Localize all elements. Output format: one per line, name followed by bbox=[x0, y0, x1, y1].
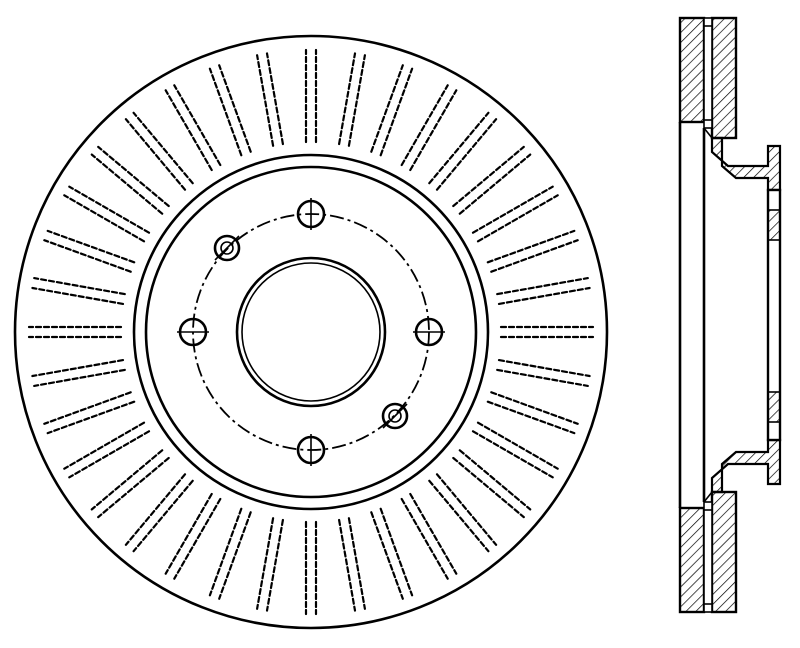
vane-edge bbox=[208, 67, 243, 157]
hat-inner-ring bbox=[144, 165, 478, 499]
vane-edge bbox=[97, 145, 170, 208]
vane-edge bbox=[46, 229, 136, 264]
upper-vane-gap bbox=[703, 17, 713, 129]
vane-edge bbox=[68, 430, 151, 479]
vane-edge bbox=[490, 239, 579, 273]
vane-edge bbox=[43, 239, 132, 273]
vane-edge bbox=[90, 153, 164, 215]
hat-outer-ring bbox=[132, 153, 490, 511]
vane-edge bbox=[409, 89, 458, 172]
vane-edge bbox=[496, 277, 589, 296]
lower-inner-plate bbox=[710, 490, 738, 614]
vane-edge bbox=[173, 84, 222, 167]
vane-edge bbox=[428, 111, 490, 185]
lower-vane-gap bbox=[703, 501, 713, 613]
vane-edge bbox=[164, 89, 213, 172]
vane-edge bbox=[265, 518, 284, 612]
vane-edge bbox=[33, 277, 126, 296]
vane-edge bbox=[63, 421, 146, 470]
vane-edge bbox=[428, 479, 490, 553]
vane-edge bbox=[486, 400, 576, 435]
threaded-hole-lower-right bbox=[381, 402, 409, 430]
vane-edge bbox=[458, 449, 532, 511]
vane-edge bbox=[490, 391, 579, 425]
mounting-face-hatch-top bbox=[767, 209, 781, 241]
vane-edge bbox=[435, 118, 498, 191]
vane-edge bbox=[31, 359, 125, 378]
vane-edge bbox=[173, 497, 222, 580]
vane-edge bbox=[496, 368, 589, 387]
vane-edge bbox=[33, 368, 126, 387]
upper-inner-plate bbox=[710, 16, 738, 140]
vane-edge bbox=[208, 507, 243, 597]
cooling-vanes bbox=[27, 48, 595, 616]
vane-edge bbox=[265, 52, 284, 146]
vane-edge bbox=[471, 430, 554, 479]
vane-edge bbox=[164, 492, 213, 575]
lug-hole-left bbox=[177, 317, 209, 347]
hat-neck-lower bbox=[710, 438, 782, 494]
vane-edge bbox=[63, 194, 146, 243]
lug-hole-right bbox=[413, 317, 445, 347]
vane-edge bbox=[256, 517, 275, 610]
vane-edge bbox=[370, 511, 404, 600]
vane-edge bbox=[68, 185, 151, 234]
vane-edge bbox=[497, 359, 591, 378]
hat-neck-upper bbox=[710, 136, 782, 192]
vane-edge bbox=[435, 473, 498, 546]
vane-edge bbox=[132, 111, 194, 185]
vane-edge bbox=[379, 67, 414, 157]
vane-edge bbox=[124, 473, 187, 546]
vane-edge bbox=[218, 64, 252, 153]
vane-edge bbox=[452, 456, 525, 519]
vane-edge bbox=[476, 194, 559, 243]
mounting-face bbox=[766, 188, 782, 442]
vane-edge bbox=[31, 286, 125, 305]
vane-edge bbox=[90, 449, 164, 511]
vane-edge bbox=[338, 52, 357, 146]
vane-edge bbox=[497, 286, 591, 305]
lug-hole-bottom bbox=[296, 434, 326, 466]
vane-edge bbox=[347, 54, 366, 147]
vane-edge bbox=[338, 518, 357, 612]
center-bore bbox=[235, 256, 387, 408]
rotor-front-view bbox=[13, 34, 609, 630]
vane-edge bbox=[347, 517, 366, 610]
vane-edge bbox=[400, 497, 449, 580]
vane-edge bbox=[452, 145, 525, 208]
vane-edge bbox=[458, 153, 532, 215]
bolt-circle bbox=[192, 213, 430, 451]
vane-edge bbox=[370, 64, 404, 153]
lug-hole-top bbox=[296, 198, 326, 230]
vane-edge bbox=[476, 421, 559, 470]
upper-outer-plate bbox=[678, 16, 706, 124]
vane-edge bbox=[486, 229, 576, 264]
vane-edge bbox=[132, 479, 194, 553]
mounting-face-hatch-bottom bbox=[767, 391, 781, 423]
vane-edge bbox=[97, 456, 170, 519]
rotor-outer-edge bbox=[13, 34, 609, 630]
threaded-hole-upper-left bbox=[213, 234, 241, 262]
rotor-side-section bbox=[678, 16, 782, 614]
vane-edge bbox=[409, 492, 458, 575]
vane-edge bbox=[400, 84, 449, 167]
vane-edge bbox=[471, 185, 554, 234]
vane-edge bbox=[46, 400, 136, 435]
vane-edge bbox=[218, 511, 252, 600]
vane-edge bbox=[256, 54, 275, 147]
lower-outer-plate bbox=[678, 506, 706, 614]
vane-edge bbox=[379, 507, 414, 597]
center-bore-inner bbox=[241, 262, 381, 402]
vane-edge bbox=[124, 118, 187, 191]
vane-edge bbox=[43, 391, 132, 425]
